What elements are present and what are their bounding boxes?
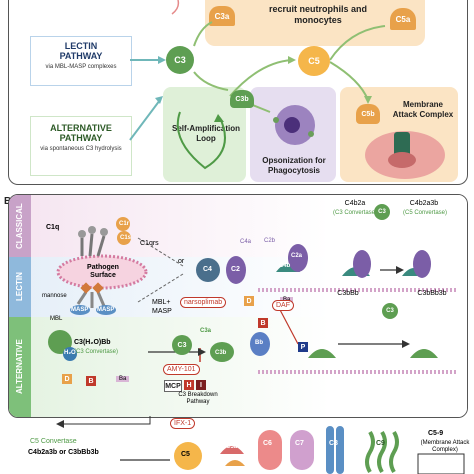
masp-label-1: MASP [71,307,89,313]
c1r-label: C1r [119,221,130,227]
bottom-shapes [56,416,465,474]
c8-label: C8 [329,440,338,447]
c3-alt-top-node: C3 [382,303,398,319]
c1s-label: C1s [120,235,132,241]
alternative-sub: via spontaneous C3 hydrolysis [40,146,122,152]
c3-top-node: C3 [374,204,390,220]
c3b-node: C3b [230,90,254,108]
c4-label: C4 [203,266,212,273]
c1q-label: C1q [46,224,60,231]
mac-label: Membrane Attack Complex [392,100,454,119]
d-square: D [62,374,72,384]
i-square: I [196,380,206,390]
c4b2a3b-title: C4b2a3b [409,200,439,207]
alternative-bg [9,317,467,417]
c3b-alt-label: C3b [215,350,227,356]
or-label: or [178,258,185,265]
c4b2a3b-sub: (C5 Convertase) [402,210,447,216]
panel-b-shapes [48,217,458,374]
recruit-box [205,0,425,46]
pathogen-label: Pathogen Surface [87,264,119,279]
c3a-alt-label: C3a [200,328,212,334]
c9-label: C9 [376,440,385,447]
c5a-token: C5a [390,8,416,30]
classical-bg [9,195,467,257]
h-square: H [184,380,194,390]
c4b2a-sub: (C3 Convertase) [332,210,377,216]
self-amplification-label: Self-Amplification Loop [171,124,240,143]
c2-label: C2 [231,266,240,273]
c5-convertase-label: C5 Convertase [30,438,77,445]
c7-label: C7 [295,440,304,447]
c4b2a3b-or-label: C4b2a3b or C3bBb3b [28,449,99,456]
c4a-label: C4a [240,239,252,245]
mac-sub-label: (Membrane Attack Complex) [420,440,470,453]
ifx1-label: IFX-1 [170,418,196,429]
bb-alt-label: Bb [255,340,263,346]
daf-label: DAF [272,300,294,311]
recruit-text: recruit neutrophils and monocytes [268,4,367,25]
h2o-label: H₂O [64,350,76,356]
c5b-node: C5b [356,104,380,124]
breakdown-label: C3 Breakdown Pathway [178,392,218,405]
c5a-bottom-label: C5a [226,444,238,450]
d-square-2: D [244,296,254,306]
mcp-square: MCP [164,380,182,392]
narsoplimab-label: narsoplimab [180,297,227,308]
p-square: P [298,342,308,352]
c4b2a-title: C4b2a [344,200,366,207]
c2a-label: C2a [291,253,303,259]
b-square-2: B [258,318,268,328]
c3h2obb-label: C3(H₂O)Bb [74,339,111,346]
c3-node: C3 [166,46,194,74]
c4b-label: C4b [279,263,291,269]
c6-label: C6 [263,440,272,447]
panel-b-label: B [4,196,11,207]
panel-a-arrows [129,0,445,179]
c2b-label: C2b [264,238,276,244]
lectin-pathway-box: LECTIN PATHWAY via MBL-MASP complexes [30,36,132,86]
lectin-title: LECTIN PATHWAY [59,41,103,61]
c5-bottom-label: C5 [181,451,190,458]
lectin-sub: via MBL-MASP complexes [45,64,117,70]
c1qrs-label: C1qrs [140,240,159,247]
c3bbb-title: C3bBb [337,290,359,297]
mannose-label: mannose [42,293,67,299]
b-square: B [86,376,96,386]
alternative-pathway-box: ALTERNATIVE PATHWAY via spontaneous C3 h… [30,116,132,176]
alternative-title: ALTERNATIVE PATHWAY [50,123,112,143]
mbl-masp-label: MBL+ MASP [152,299,172,315]
ba-label: Ba [116,376,130,382]
mbl-label: MBL [50,316,63,322]
amy101-label: AMY-101 [163,364,200,375]
c5-node: C5 [298,46,330,76]
c3h2obb-sub: (C3 Convertase) [74,349,119,355]
masp-label-2: MASP [97,307,115,313]
c3bbb3b-title: C3bBb3b [417,290,447,297]
c5-9-label: C5-9 [428,430,444,437]
c3-alt-node: C3 [172,335,192,355]
c3a-token: C3a [209,6,235,26]
opsonization-label: Opsonization for Phagocytosis [262,156,326,175]
